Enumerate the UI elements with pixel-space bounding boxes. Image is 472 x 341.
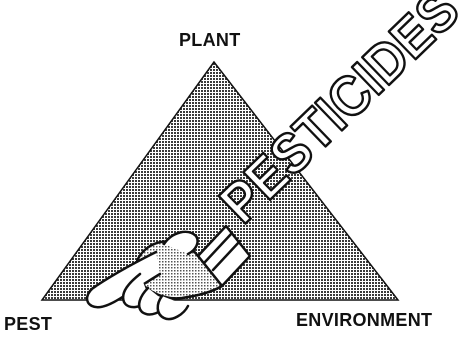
vertex-label-environment: ENVIRONMENT bbox=[296, 310, 432, 331]
vertex-label-pest: PEST bbox=[4, 314, 52, 335]
vertex-label-plant: PLANT bbox=[179, 30, 241, 51]
